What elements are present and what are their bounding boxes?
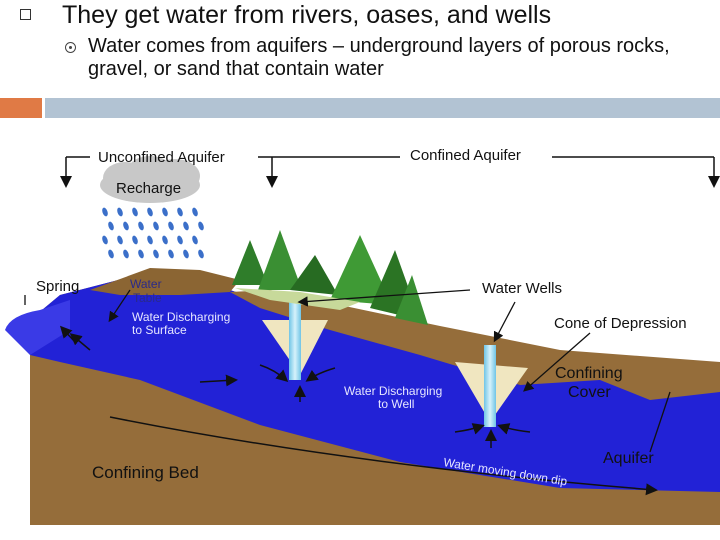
well-2: [484, 345, 496, 427]
accent-bar-orange: [0, 98, 42, 118]
rain-drop-icon: [191, 207, 199, 217]
rain-drop-icon: [146, 235, 154, 245]
label-recharge: Recharge: [116, 180, 181, 197]
rain-drops: [101, 207, 205, 259]
accent-bar-blue: [45, 98, 720, 118]
square-bullet-icon: [20, 9, 31, 20]
rain-drop-icon: [131, 235, 139, 245]
rain-drop-icon: [161, 207, 169, 217]
rain-drop-icon: [107, 249, 115, 259]
label-aquifer: Aquifer: [603, 450, 654, 467]
rain-drop-icon: [197, 249, 205, 259]
rain-drop-icon: [116, 207, 124, 217]
label-discharging-well-1: Water Discharging: [344, 384, 442, 398]
rain-drop-icon: [137, 249, 145, 259]
rain-drop-icon: [101, 207, 109, 217]
label-discharging-well-2: to Well: [378, 397, 414, 411]
label-spring: Spring: [36, 278, 79, 295]
label-water-table-2: Table: [133, 291, 162, 305]
rain-drop-icon: [182, 249, 190, 259]
rain-drop-icon: [176, 235, 184, 245]
rain-drop-icon: [182, 221, 190, 231]
label-water-table-1: Water: [130, 277, 162, 291]
rain-drop-icon: [167, 221, 175, 231]
label-discharging-surface-1: Water Discharging: [132, 310, 230, 324]
rain-drop-icon: [107, 221, 115, 231]
rain-drop-icon: [137, 221, 145, 231]
rain-drop-icon: [131, 207, 139, 217]
rain-drop-icon: [116, 235, 124, 245]
rain-drop-icon: [122, 249, 130, 259]
rain-drop-icon: [161, 235, 169, 245]
label-confining-cover-2: Cover: [568, 384, 611, 401]
circle-bullet-icon: [65, 42, 76, 53]
rain-drop-icon: [167, 249, 175, 259]
label-unconfined-aquifer: Unconfined Aquifer: [98, 149, 225, 166]
rain-drop-icon: [176, 207, 184, 217]
label-water-wells: Water Wells: [482, 280, 562, 297]
rain-drop-icon: [122, 221, 130, 231]
well-1: [289, 298, 301, 380]
sub-bullet-text: Water comes from aquifers – underground …: [88, 35, 708, 81]
label-confined-aquifer: Confined Aquifer: [410, 147, 521, 164]
rain-drop-icon: [191, 235, 199, 245]
label-cone-of-depression: Cone of Depression: [554, 315, 687, 332]
label-confining-bed: Confining Bed: [92, 463, 199, 482]
rain-drop-icon: [146, 207, 154, 217]
slide-title: They get water from rivers, oases, and w…: [62, 1, 551, 30]
label-discharging-surface-2: to Surface: [132, 323, 187, 337]
label-confining-cover-1: Confining: [555, 365, 623, 382]
rain-drop-icon: [101, 235, 109, 245]
rain-drop-icon: [152, 221, 160, 231]
rain-drop-icon: [152, 249, 160, 259]
rain-drop-icon: [197, 221, 205, 231]
aquifer-diagram: Unconfined Aquifer Confined Aquifer Rech…: [0, 130, 720, 540]
